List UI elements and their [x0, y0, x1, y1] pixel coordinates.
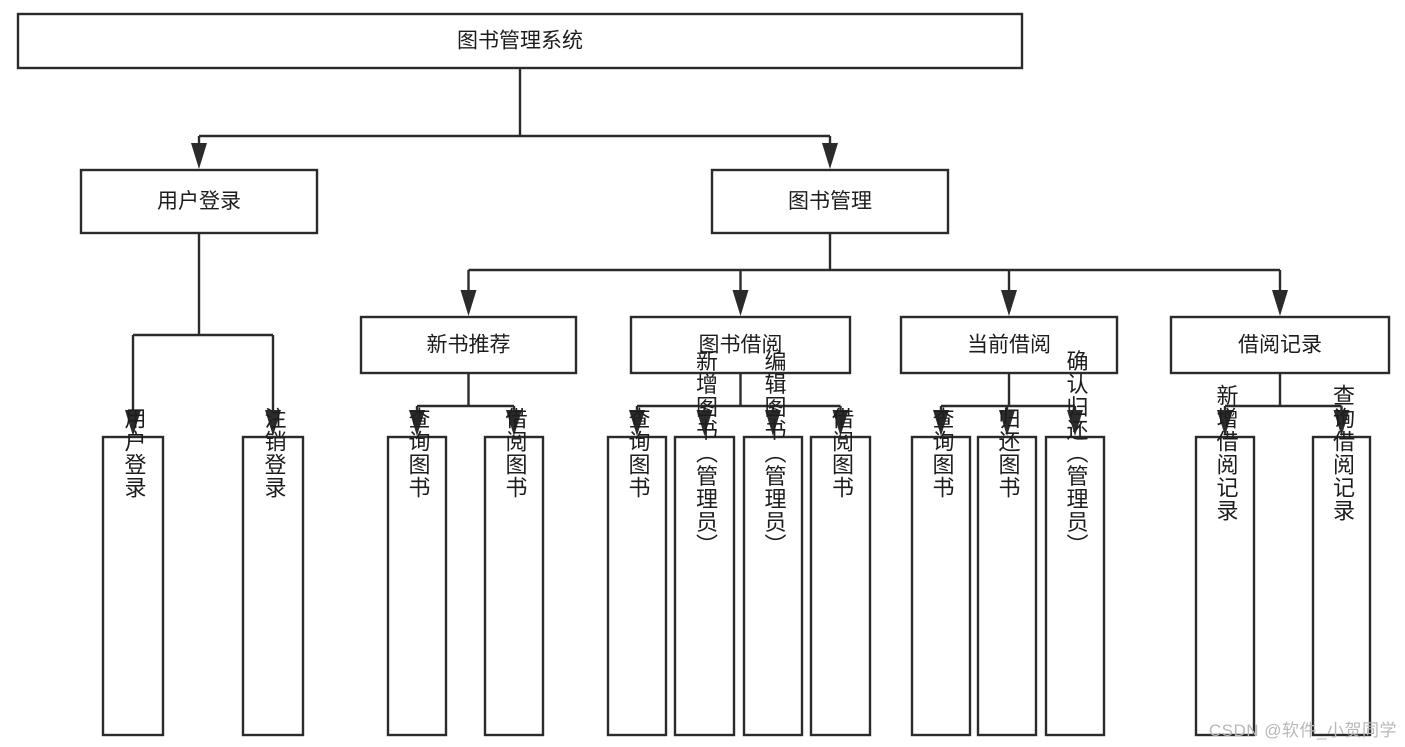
node-leaf-borrow-book-2[interactable]: 借阅图书: [809, 407, 872, 737]
connector-layer: [125, 68, 1350, 436]
node-label: 借阅记录: [1238, 334, 1322, 357]
node-box: [1169, 315, 1391, 375]
node-box: [606, 435, 668, 737]
connector-group: [125, 233, 281, 436]
node-new-book-rec[interactable]: 新书推荐: [359, 315, 578, 375]
connector-group: [629, 373, 849, 436]
connector-group: [460, 233, 1288, 316]
node-label: 查询借阅记录: [1330, 384, 1355, 522]
node-leaf-edit-book[interactable]: 编辑图书（管理员）: [742, 350, 804, 737]
node-box: [241, 435, 305, 737]
node-label: 借阅图书: [829, 407, 854, 499]
node-label: 当前借阅: [967, 334, 1051, 357]
node-leaf-return-book[interactable]: 归还图书: [976, 407, 1038, 737]
node-label: 查询图书: [406, 407, 431, 499]
node-box: [359, 315, 578, 375]
node-label: 查询图书: [930, 407, 955, 499]
node-label: 借阅图书: [503, 407, 528, 499]
node-label: 图书借阅: [699, 334, 783, 357]
node-leaf-query-book-1[interactable]: 查询图书: [386, 407, 448, 737]
node-box: [899, 315, 1119, 375]
node-leaf-logout[interactable]: 注销登录: [241, 407, 305, 737]
node-box: [483, 435, 545, 737]
node-leaf-add-record[interactable]: 新增借阅记录: [1194, 384, 1256, 737]
node-box: [16, 12, 1024, 70]
node-box: [910, 435, 972, 737]
connector-group: [933, 373, 1083, 436]
watermark-label: CSDN @软件_小贺同学: [1208, 721, 1397, 740]
node-box: [710, 168, 950, 235]
node-borrow-record[interactable]: 借阅记录: [1169, 315, 1391, 375]
node-leaf-add-book[interactable]: 新增图书（管理员）: [673, 350, 736, 737]
node-box: [629, 315, 852, 375]
node-box: [809, 435, 872, 737]
node-label: 编辑图书（管理员）: [762, 350, 787, 557]
connector-group: [409, 373, 522, 436]
node-box: [742, 435, 804, 737]
node-box: [976, 435, 1038, 737]
node-label: 用户登录: [157, 190, 241, 213]
node-label: 图书管理: [788, 190, 872, 213]
connector-group: [1217, 373, 1350, 436]
node-root[interactable]: 图书管理系统: [16, 12, 1024, 70]
node-box: [79, 168, 319, 235]
node-layer: 图书管理系统用户登录图书管理新书推荐图书借阅当前借阅借阅记录用户登录注销登录查询…: [16, 12, 1391, 737]
node-label: 归还图书: [996, 407, 1021, 499]
node-label: 注销登录: [262, 407, 287, 499]
node-box: [673, 435, 736, 737]
node-leaf-query-record[interactable]: 查询借阅记录: [1311, 384, 1372, 737]
node-user-login[interactable]: 用户登录: [79, 168, 319, 235]
node-current-borrow[interactable]: 当前借阅: [899, 315, 1119, 375]
node-leaf-confirm-return[interactable]: 确认归还（管理员）: [1044, 350, 1106, 737]
node-box: [1194, 435, 1256, 737]
node-label: 确认归还（管理员）: [1064, 350, 1089, 557]
connector-group: [191, 68, 838, 169]
node-leaf-query-book-3[interactable]: 查询图书: [910, 407, 972, 737]
node-book-borrow[interactable]: 图书借阅: [629, 315, 852, 375]
node-leaf-borrow-book-1[interactable]: 借阅图书: [483, 407, 545, 737]
node-box: [1311, 435, 1372, 737]
node-label: 新书推荐: [427, 334, 511, 357]
node-label: 新增图书（管理员）: [693, 350, 718, 557]
node-box: [386, 435, 448, 737]
node-box: [101, 435, 165, 737]
node-label: 查询图书: [626, 407, 651, 499]
node-label: 新增借阅记录: [1214, 384, 1239, 522]
node-leaf-user-login[interactable]: 用户登录: [101, 407, 165, 737]
node-book-manage[interactable]: 图书管理: [710, 168, 950, 235]
node-box: [1044, 435, 1106, 737]
node-label: 用户登录: [122, 407, 147, 499]
node-leaf-query-book-2[interactable]: 查询图书: [606, 407, 668, 737]
node-label: 图书管理系统: [457, 30, 583, 53]
